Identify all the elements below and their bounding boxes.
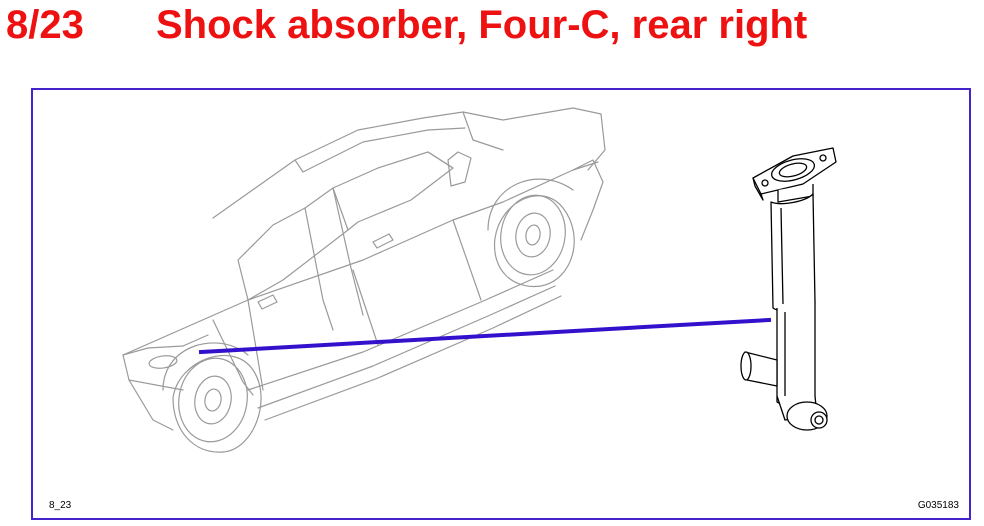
step-title: Shock absorber, Four-C, rear right [156, 3, 808, 47]
illustration [122, 107, 837, 453]
car-outline [122, 107, 606, 453]
figure-id-left: 8_23 [49, 500, 72, 511]
figure-id-right: G035183 [917, 500, 959, 511]
illustration-frame: 8_23 G035183 [31, 88, 971, 520]
shock-absorber [740, 147, 837, 431]
leader-line [198, 317, 772, 355]
page-header: 8/23 Shock absorber, Four-C, rear right [6, 0, 976, 50]
step-number: 8/23 [6, 3, 84, 47]
